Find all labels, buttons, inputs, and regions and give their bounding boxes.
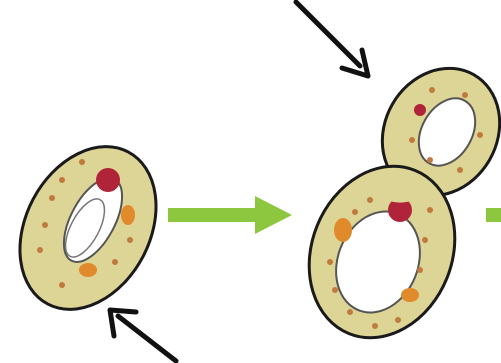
black-arrow-icon xyxy=(296,2,368,76)
cell-1-dot xyxy=(59,177,65,183)
bud-dot xyxy=(409,137,415,143)
mother-dot xyxy=(417,267,423,273)
bud-dot xyxy=(457,167,463,173)
mother-dot xyxy=(327,259,333,265)
cell-1-dot xyxy=(49,195,55,201)
mother-dot xyxy=(367,197,373,203)
bud-dot xyxy=(429,87,435,93)
mother-granule xyxy=(334,218,352,242)
mother-granule xyxy=(401,288,419,302)
mother-dot xyxy=(422,237,428,243)
bud-dot xyxy=(427,157,433,163)
green-arrow-right-icon xyxy=(486,208,501,222)
cell-1-dot xyxy=(112,259,118,265)
cell-1-granule xyxy=(121,205,135,225)
mother-dot xyxy=(427,207,433,213)
mother-dot xyxy=(347,309,353,315)
cell-1-nucleus xyxy=(96,168,120,192)
yeast-cell-budding xyxy=(284,47,501,360)
cell-1-dot xyxy=(79,159,85,165)
cell-1-dot xyxy=(127,237,133,243)
cell-1-dot xyxy=(37,247,43,253)
yeast-cell-single xyxy=(0,123,183,333)
green-arrow-right-icon xyxy=(168,196,292,234)
mother-dot xyxy=(395,317,401,323)
bud-nucleus xyxy=(414,104,426,116)
black-arrow-icon xyxy=(110,310,176,361)
cell-1-dot xyxy=(42,222,48,228)
mother-dot xyxy=(332,287,338,293)
cell-1-dot xyxy=(59,282,65,288)
cell-1-granule xyxy=(79,263,97,277)
bud-dot xyxy=(477,132,483,138)
bud-dot xyxy=(462,92,468,98)
mother-dot xyxy=(352,209,358,215)
mother-dot xyxy=(372,323,378,329)
